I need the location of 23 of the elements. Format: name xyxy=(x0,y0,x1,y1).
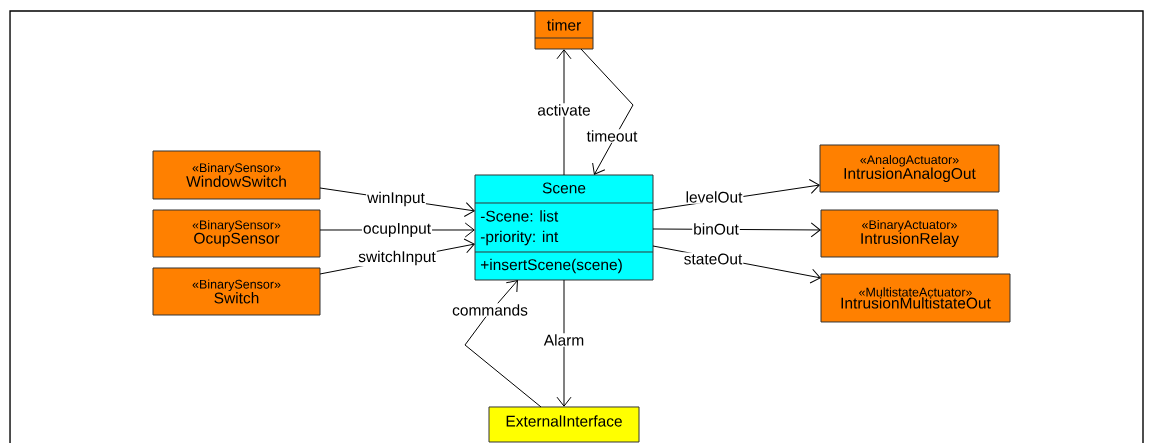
stereotype-class-box: «MultistateActuator» IntrusionMultistateOut xyxy=(820,273,1011,323)
edge-label: winInput xyxy=(366,190,426,208)
edge-label: stateOut xyxy=(682,252,744,266)
arrow xyxy=(580,48,634,175)
edge-label: ocupInput xyxy=(361,222,433,238)
stereotype-class-box: «BinarySensor» WindowSwitch xyxy=(152,150,321,200)
class-box: Scene -Scene: list -priority: int +insertScene(scene) xyxy=(474,174,654,281)
edge-label: levelOut xyxy=(684,190,744,204)
stereotype-class-box: «BinarySensor» Switch xyxy=(152,267,321,316)
edge-label: switchInput xyxy=(357,249,437,267)
edge-label: commands xyxy=(451,303,529,317)
class-box: ExternalInterface xyxy=(488,406,640,443)
edge-label: Alarm xyxy=(542,333,586,347)
edge-label: binOut xyxy=(692,222,740,236)
edge-label: timeout xyxy=(585,129,639,143)
arrow xyxy=(556,279,572,407)
stereotype-class-box: «BinaryActuator» IntrusionRelay xyxy=(820,209,999,258)
arrow xyxy=(556,49,572,176)
arrow xyxy=(464,280,542,408)
stereotype-class-box: «AnalogActuator» IntrusionAnalogOut xyxy=(819,144,1000,193)
class-box: timer xyxy=(534,10,594,50)
stereotype-class-box: «BinarySensor» OcupSensor xyxy=(152,209,321,258)
edge-label: activate xyxy=(536,103,592,117)
